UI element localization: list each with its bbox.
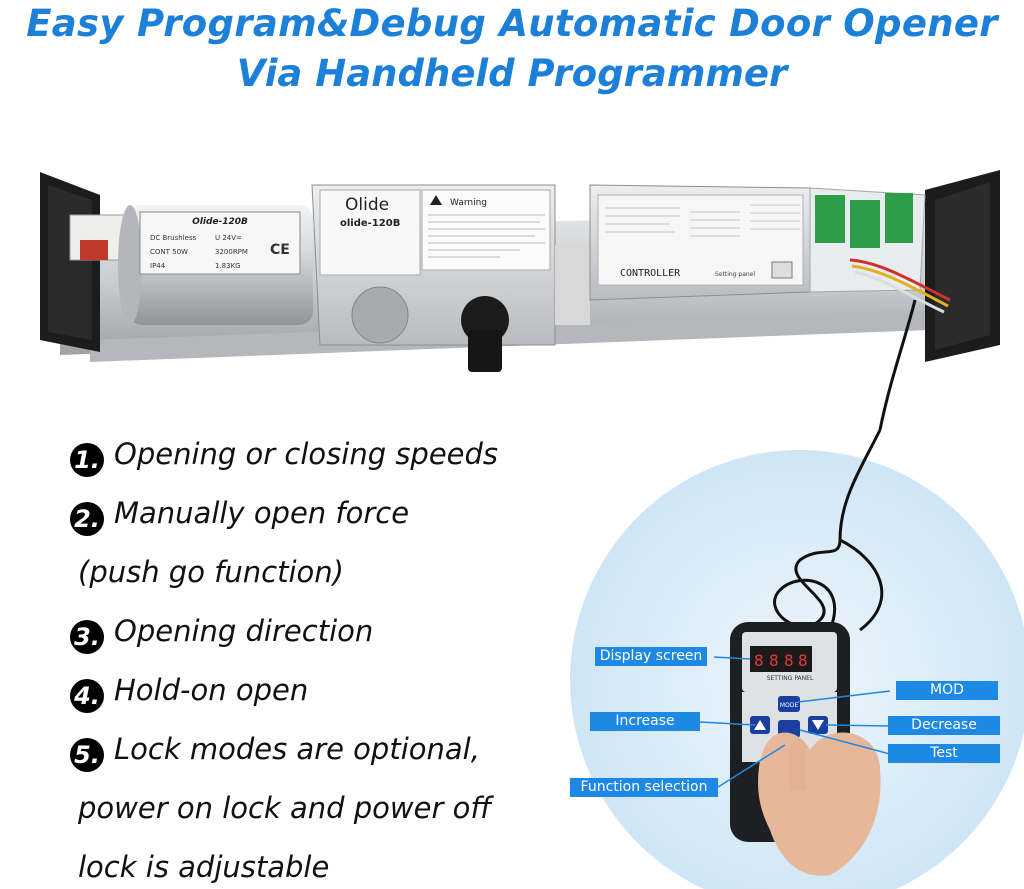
terminal-block <box>850 200 880 248</box>
feature-number: 5. <box>70 738 104 772</box>
warning-title: Warning <box>450 198 487 208</box>
feature-continuation: (push go function) <box>78 555 344 589</box>
svg-text:8: 8 <box>769 651 779 670</box>
motor-label-plate <box>139 211 301 275</box>
svg-text:8: 8 <box>754 651 764 670</box>
feature-text: Opening direction <box>114 614 374 648</box>
panel-text: SETTING PANEL <box>767 675 814 682</box>
svg-text:8: 8 <box>784 651 794 670</box>
setting-panel-label: Setting panel <box>715 271 755 278</box>
svg-text:CE: CE <box>270 242 290 258</box>
motor-spec: 1.83KG <box>215 262 241 270</box>
display-screen <box>750 646 812 672</box>
motor-spec: CONT 50W <box>150 248 188 256</box>
motor-spec: IP44 <box>150 262 166 270</box>
title-line-1: Easy Program&Debug Automatic Door Opener <box>26 2 998 45</box>
door-operator-illustration: Olide-120B DC Brushless U 24V= CONT 50W … <box>40 170 1000 431</box>
feature-item: 3. Opening direction <box>70 614 373 654</box>
feature-item: 1. Opening or closing speeds <box>70 437 498 477</box>
feature-item: 5. Lock modes are optional, <box>70 732 480 772</box>
label-increase: Increase <box>590 712 700 731</box>
feature-continuation: power on lock and power off <box>78 791 492 825</box>
feature-number: 2. <box>70 502 104 536</box>
terminal-block <box>885 193 913 243</box>
motor-spec: 3200RPM <box>215 248 248 256</box>
feature-text: Manually open force <box>114 496 410 530</box>
feature-text: Hold-on open <box>114 673 309 707</box>
feature-text: Opening or closing speeds <box>114 437 499 471</box>
feature-item: 2. Manually open force <box>70 496 409 536</box>
feature-text: Lock modes are optional, <box>114 732 480 766</box>
gearbox-brand: Olide <box>345 195 389 215</box>
motor-brand: Olide-120B <box>192 217 248 227</box>
feature-item: 4. Hold-on open <box>70 673 308 713</box>
label-mod: MOD <box>896 681 998 700</box>
feature-number: 4. <box>70 679 104 713</box>
terminal-block <box>815 195 845 243</box>
feature-number: 3. <box>70 620 104 654</box>
label-decrease: Decrease <box>888 716 1000 735</box>
motor-spec: DC Brushless <box>150 234 197 242</box>
label-test: Test <box>888 744 1000 763</box>
feature-number: 1. <box>70 443 104 477</box>
svg-text:8: 8 <box>798 651 808 670</box>
hand <box>758 732 881 876</box>
mode-button[interactable] <box>778 696 800 712</box>
mode-key-label: MODE <box>780 702 799 709</box>
controller-label: CONTROLLER <box>620 268 681 279</box>
motor-spec: U 24V= <box>215 234 242 242</box>
label-display-screen: Display screen <box>595 647 707 666</box>
title-line-2: Via Handheld Programmer <box>236 52 788 95</box>
feature-continuation: lock is adjustable <box>78 850 330 884</box>
gearbox-model: olide-120B <box>340 218 400 229</box>
label-function-selection: Function selection <box>570 778 718 797</box>
programmer-cable <box>773 429 882 631</box>
